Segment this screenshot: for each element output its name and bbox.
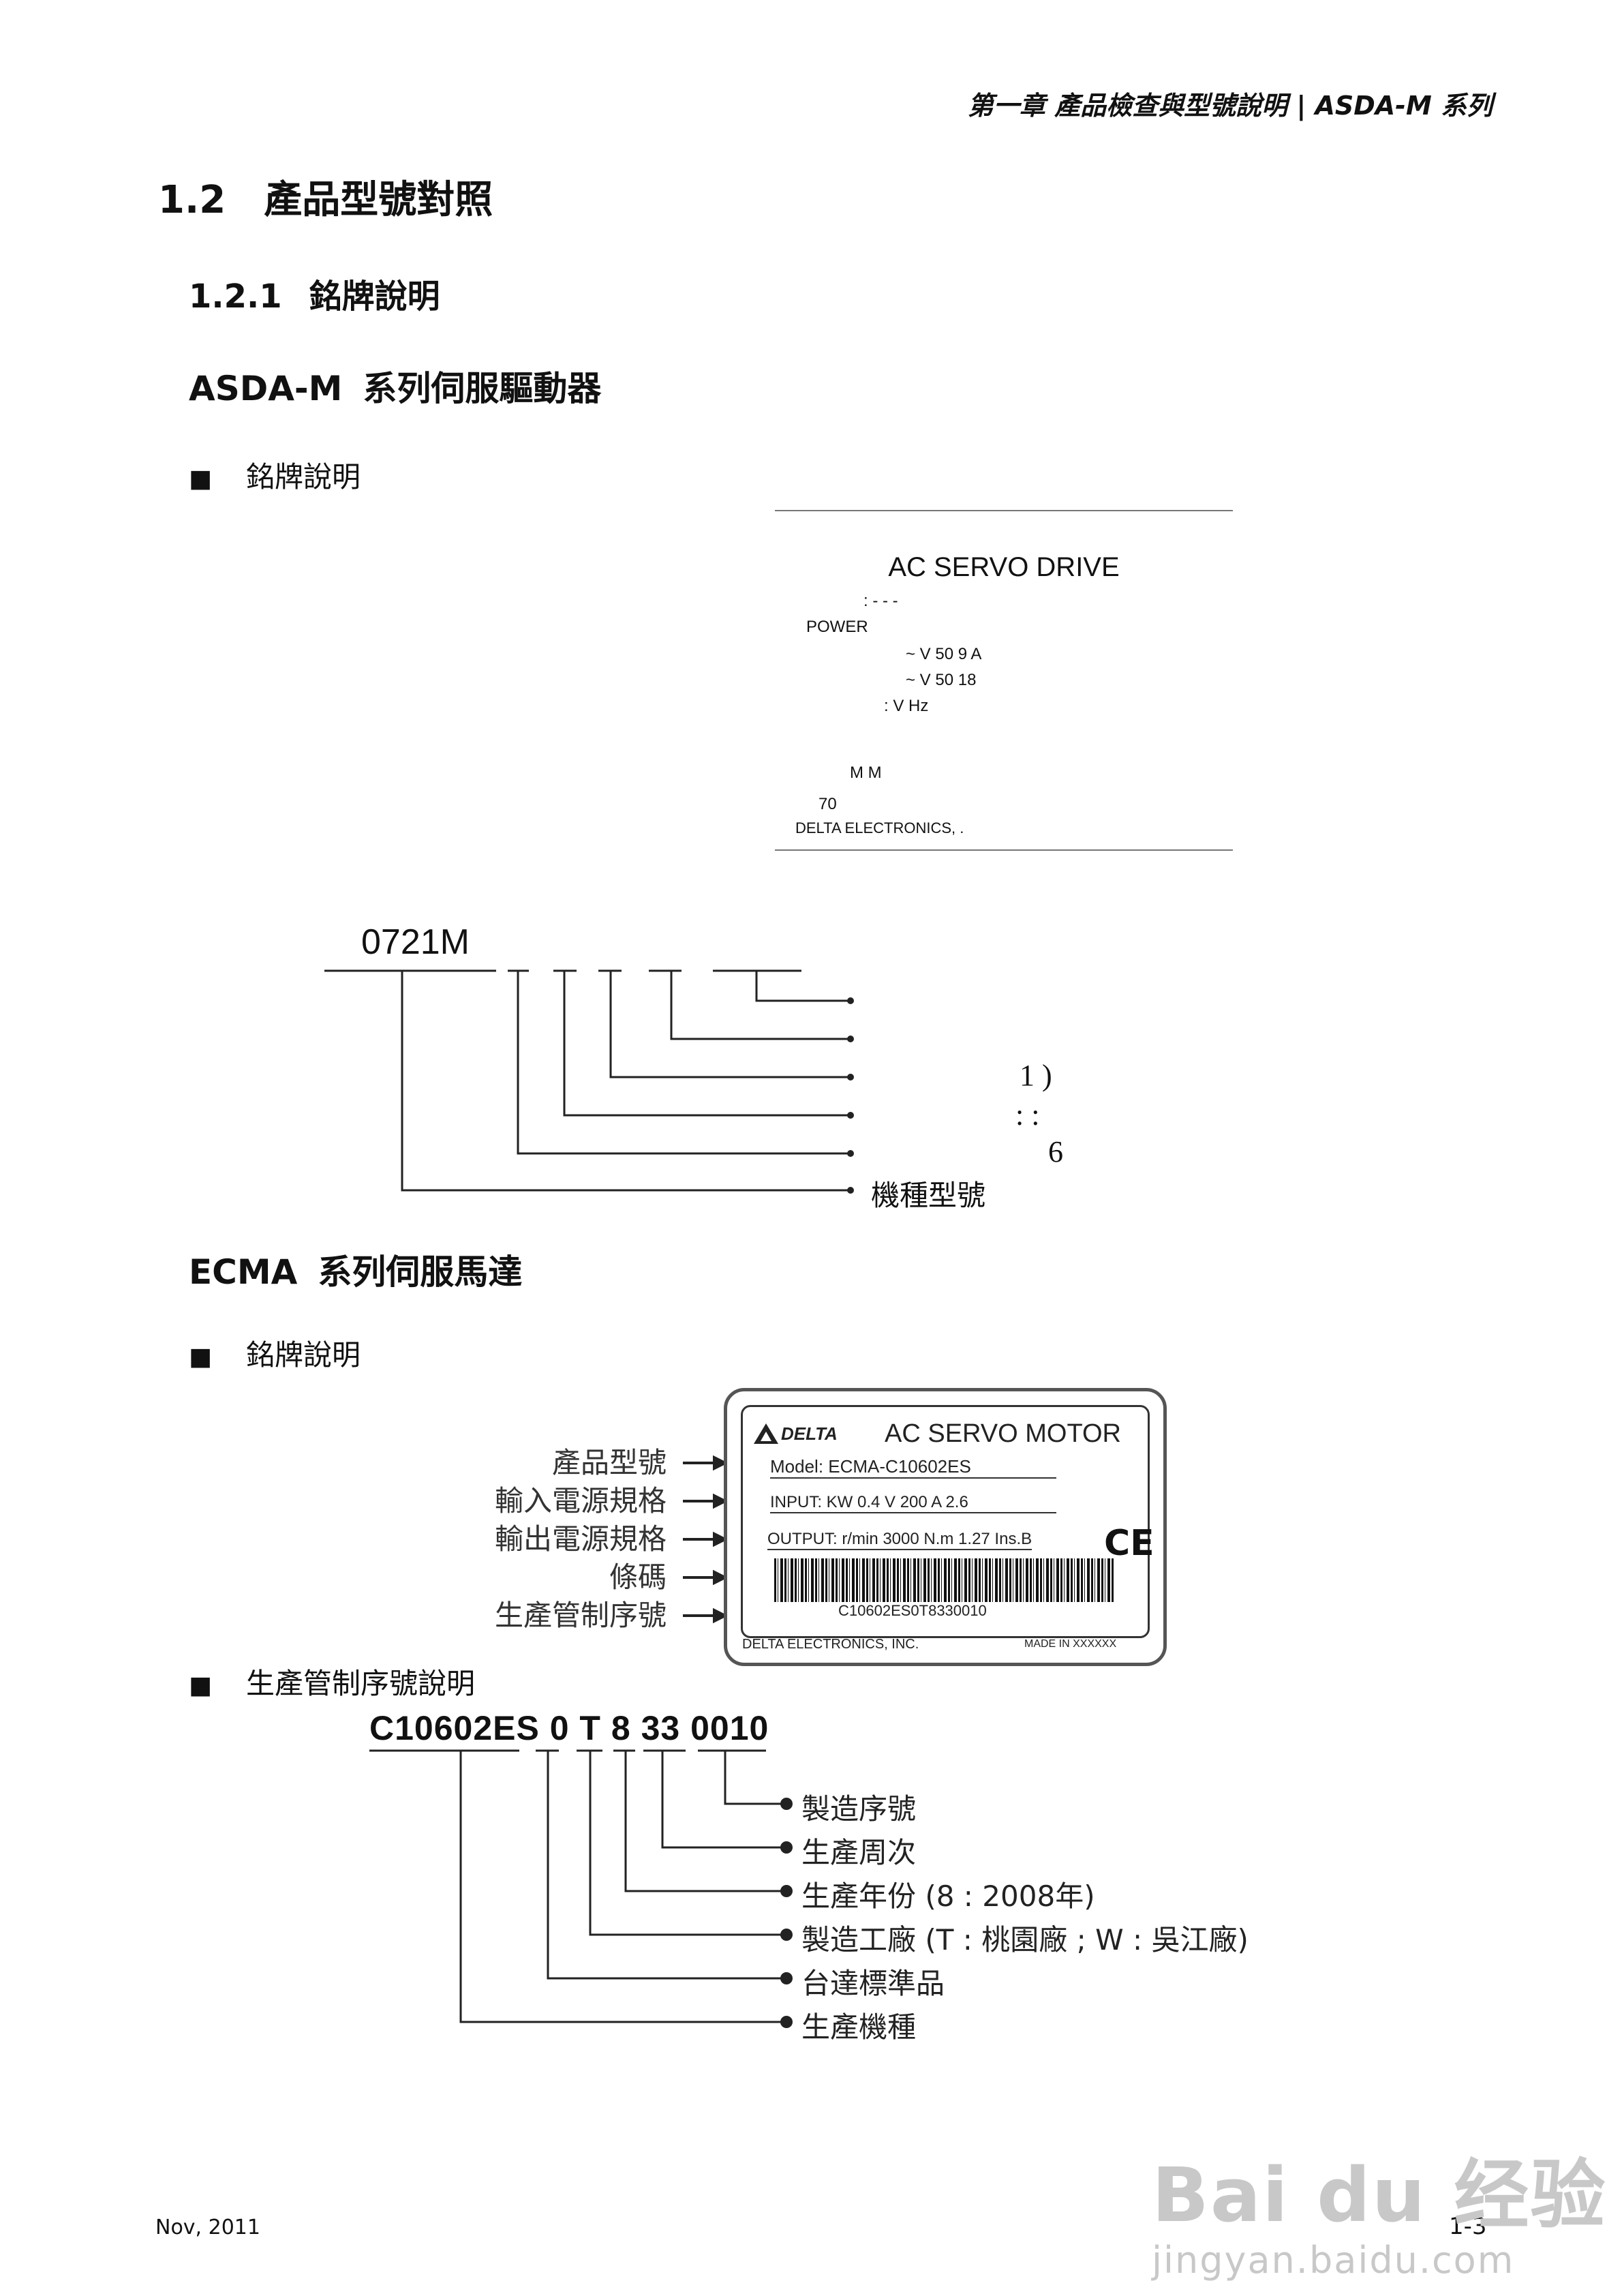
bullet-text: 銘牌說明 (246, 460, 361, 494)
subsection-number: 1.2.1 (189, 277, 282, 316)
drive-code-label-5: 6 (1048, 1135, 1063, 1168)
serial-code: C10602ES 0 T 8 33 0010 (369, 1709, 769, 1747)
motor-heading-text: 系列伺服馬達 (318, 1252, 523, 1292)
watermark-line1: Bai du 经验 (1152, 2151, 1607, 2239)
serial-label-year: 生產年份 (8 : 2008年) (801, 1879, 1095, 1913)
serial-label-week: 生產周次 (801, 1836, 917, 1869)
barcode (774, 1558, 1115, 1602)
motor-nameplate-bullet: ■ 銘牌說明 (189, 1332, 361, 1374)
drive-heading-model: ASDA-M (189, 369, 343, 408)
drive-plate-output-row: : V Hz (884, 697, 929, 715)
ce-mark: CE (1104, 1523, 1154, 1564)
drive-code-label-6: 機種型號 (871, 1179, 986, 1212)
watermark-line2: jingyan.baidu.com (1152, 2239, 1515, 2282)
drive-plate-model-row: : - - - (863, 592, 898, 610)
serial-label-sequence: 製造序號 (801, 1792, 917, 1826)
serial-bullet: ■ 生產管制序號說明 (189, 1661, 475, 1702)
label-barcode: 條碼 (609, 1560, 667, 1594)
delta-brand: DELTA (781, 1423, 838, 1444)
motor-plate-input: INPUT: KW 0.4 V 200 A 2.6 (770, 1493, 1056, 1513)
barcode-text: C10602ES0T8330010 (838, 1602, 987, 1619)
bullet-text: 生產管制序號說明 (246, 1667, 476, 1700)
delta-logo-icon (754, 1423, 778, 1444)
subsection-title: 銘牌說明 (309, 277, 440, 316)
drive-plate-input-row2: ~ V 50 18 (906, 671, 977, 689)
section-heading: 1.2 產品型號對照 (158, 169, 493, 224)
drive-plate-input-row: ~ V 50 9 A (906, 645, 982, 663)
motor-plate-output: OUTPUT: r/min 3000 N.m 1.27 Ins.B (767, 1530, 1032, 1550)
bullet-square-icon: ■ (189, 1672, 213, 1700)
bullet-square-icon: ■ (189, 1343, 213, 1371)
footer-date: Nov, 2011 (155, 2216, 260, 2239)
drive-code-label-4: : : (1015, 1098, 1040, 1132)
label-product-model: 產品型號 (551, 1446, 667, 1479)
drive-nameplate: AC SERVO DRIVE : - - - POWER ~ V 50 9 A … (775, 510, 1233, 851)
drive-nameplate-bullet: ■ 銘牌說明 (189, 454, 361, 496)
drive-plate-70: 70 (818, 795, 837, 813)
section-title: 產品型號對照 (264, 178, 493, 222)
drive-plate-maker: DELTA ELECTRONICS, . (795, 819, 964, 836)
motor-plate-inner: DELTA AC SERVO MOTOR Model: ECMA-C10602E… (741, 1405, 1154, 1638)
bullet-text: 銘牌說明 (246, 1338, 361, 1372)
serial-label-standard: 台達標準品 (801, 1967, 945, 2000)
serial-label-factory: 製造工廠 (T : 桃園廠 ; W : 吳江廠) (801, 1923, 1249, 1957)
subsection-heading: 1.2.1 銘牌說明 (189, 269, 440, 317)
motor-heading: ECMA 系列伺服馬達 (189, 1245, 522, 1294)
bullet-square-icon: ■ (189, 465, 213, 493)
motor-heading-model: ECMA (189, 1252, 298, 1292)
motor-plate-title: AC SERVO MOTOR (885, 1419, 1121, 1448)
drive-plate-title: AC SERVO DRIVE (888, 552, 1120, 582)
drive-heading: ASDA-M 系列伺服驅動器 (189, 361, 601, 410)
drive-plate-power: POWER (806, 618, 868, 636)
drive-heading-text: 系列伺服驅動器 (363, 369, 602, 408)
drive-code-label-3: 1 ) (1020, 1059, 1052, 1092)
page-number: 1-3 (1449, 2213, 1487, 2240)
drive-plate-m-row: M M (850, 764, 882, 782)
serial-label-model: 生產機種 (801, 2010, 917, 2044)
section-number: 1.2 (158, 178, 226, 222)
motor-plate-made-in: MADE IN XXXXXX (1024, 1638, 1117, 1650)
label-output-spec: 輸出電源規格 (494, 1522, 667, 1556)
motor-nameplate: DELTA AC SERVO MOTOR Model: ECMA-C10602E… (724, 1388, 1167, 1666)
motor-plate-maker: DELTA ELECTRONICS, INC. (742, 1637, 919, 1652)
baidu-watermark: Bai du 经验 jingyan.baidu.com (1152, 2134, 1606, 2282)
label-serial: 生產管制序號 (494, 1599, 667, 1632)
motor-plate-model: Model: ECMA-C10602ES (770, 1456, 1056, 1479)
motor-plate-labels: 產品型號 輸入電源規格 輸出電源規格 條碼 生產管制序號 (470, 1444, 667, 1635)
page-header: 第一章 產品檢查與型號說明 | ASDA-M 系列 (967, 91, 1493, 121)
label-input-spec: 輸入電源規格 (494, 1484, 667, 1517)
drive-model-code: 0721M (361, 922, 470, 962)
